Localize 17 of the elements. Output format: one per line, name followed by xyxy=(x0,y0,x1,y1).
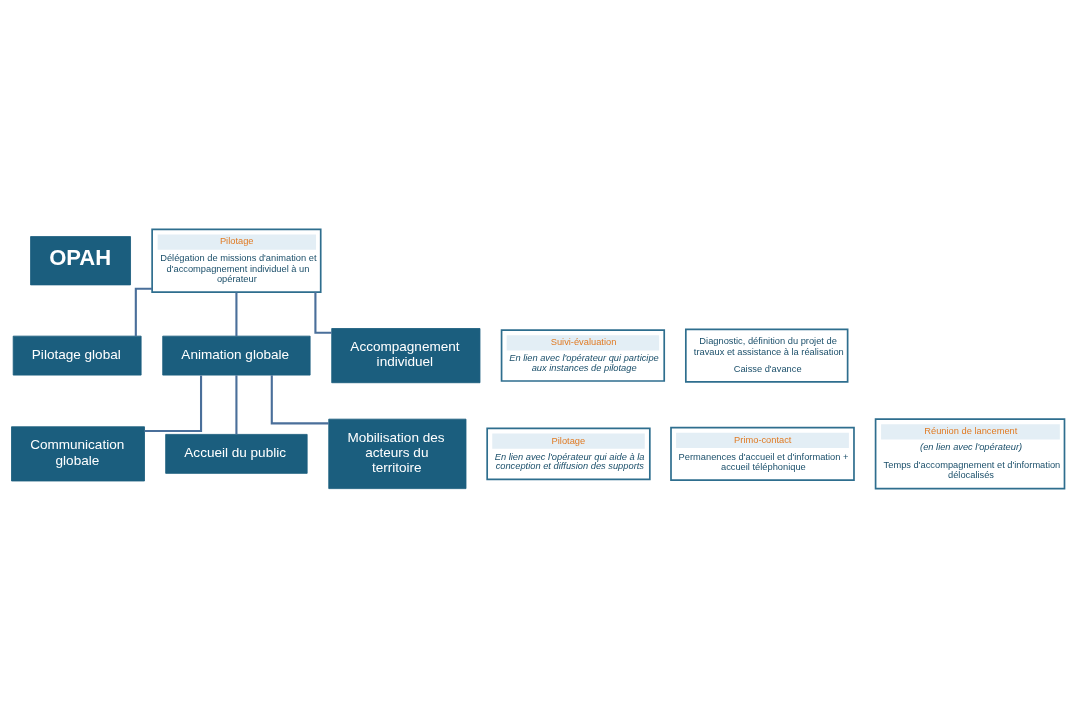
node-box: Accueil du public xyxy=(165,433,308,474)
node-box: Mobilisation des acteurs du territoire xyxy=(328,418,467,490)
node-box: Pilotage global xyxy=(12,335,142,376)
node-box: Accompagnement individuel xyxy=(331,328,481,384)
connector xyxy=(235,375,238,435)
node-box: Réunion de lancement (en lien avec l'opérateur) Temps d'accompagnement et d'information délocalisés xyxy=(874,418,1066,490)
node-box: Diagnostic, définition du projet de travaux et assistance à la réalisation Caisse d'avance xyxy=(684,328,849,383)
node-box: Communication globale xyxy=(11,426,145,482)
connector xyxy=(270,375,329,425)
node-box: Suivi-évaluation En lien avec l'opérateur qui participe aux instances de pilotage xyxy=(500,329,666,382)
node-box: Animation globale xyxy=(162,335,311,376)
connector xyxy=(235,292,238,337)
node-box: OPAH xyxy=(30,236,131,286)
node-box: Primo-contact Permanences d'accueil et d'information + accueil téléphonique xyxy=(670,426,855,481)
node-box: Pilotage Délégation de missions d'animation et d'accompagnement individuel à un opérateur xyxy=(151,228,322,293)
node-box: Pilotage En lien avec l'opérateur qui aide à la conception et diffusion des supports xyxy=(486,427,651,481)
connector xyxy=(144,375,203,433)
